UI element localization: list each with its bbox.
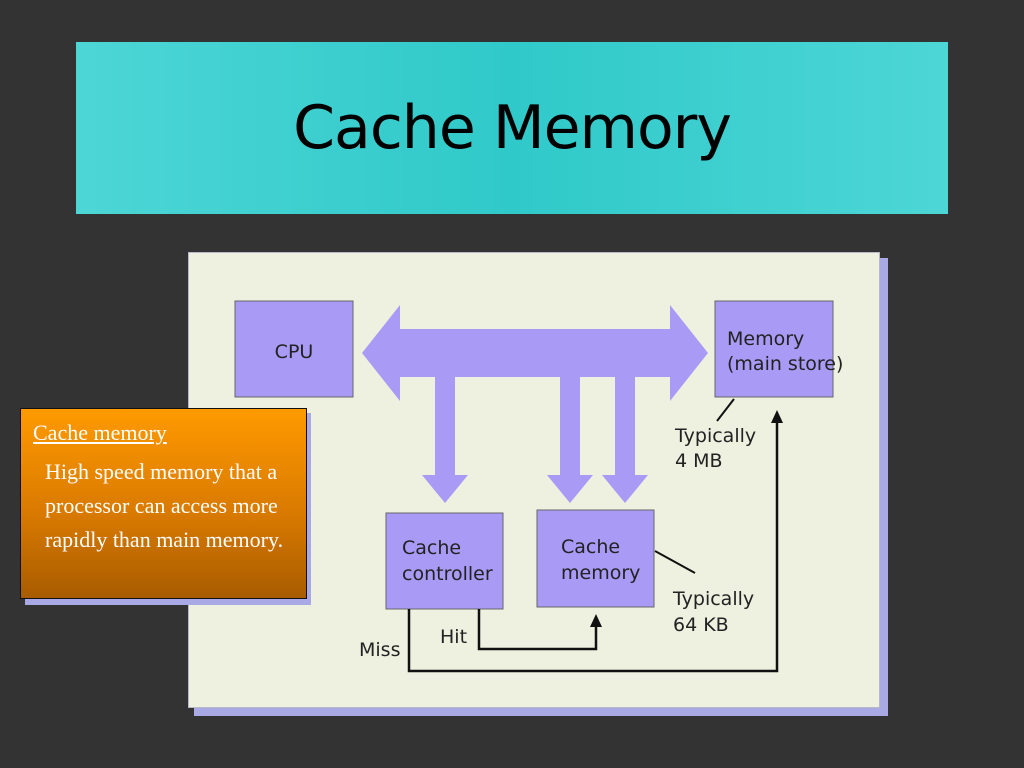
cache-memory-line1: Cache <box>561 536 620 558</box>
cache-memory-box <box>536 509 655 608</box>
miss-label: Miss <box>359 639 400 661</box>
miss-path-line <box>407 421 779 673</box>
hit-arrowhead <box>590 614 602 627</box>
bus-to-cache-arrow-1 <box>547 377 593 503</box>
title-banner: Cache Memory <box>76 42 948 214</box>
memory-label-line1: Memory <box>727 328 804 350</box>
diagram-canvas: CPU Memory (main store) Typically 4 MB C… <box>234 300 843 673</box>
cache-controller-line2: controller <box>402 563 493 585</box>
callout-definition: High speed memory that a processor can a… <box>45 459 284 552</box>
slide-title: Cache Memory <box>293 93 732 163</box>
bus-to-cache-arrow-2 <box>602 377 648 503</box>
cache-controller-line1: Cache <box>402 537 461 559</box>
cache-size-leader <box>654 550 696 574</box>
bus-to-controller-arrow <box>422 377 468 503</box>
memory-box <box>714 300 834 398</box>
memory-size-line2: 4 MB <box>675 450 723 472</box>
memory-size-line1: Typically <box>674 425 756 447</box>
cache-diagram: CPU Memory (main store) Typically 4 MB C… <box>188 252 880 708</box>
cpu-label: CPU <box>275 341 314 363</box>
callout-term[interactable]: Cache memory <box>33 420 167 445</box>
miss-arrowhead <box>771 410 783 423</box>
memory-size-leader <box>716 398 735 422</box>
cache-controller-box <box>385 512 504 610</box>
cache-memory-line2: memory <box>561 562 640 584</box>
hit-path-line <box>477 609 598 651</box>
cache-size-line1: Typically <box>672 588 754 610</box>
cache-size-line2: 64 KB <box>673 614 729 636</box>
system-bus-arrow <box>362 305 708 401</box>
cpu-box <box>234 300 354 398</box>
definition-callout: Cache memory High speed memory that a pr… <box>20 408 307 599</box>
memory-label-line2: (main store) <box>727 353 843 375</box>
hit-label: Hit <box>440 626 467 648</box>
